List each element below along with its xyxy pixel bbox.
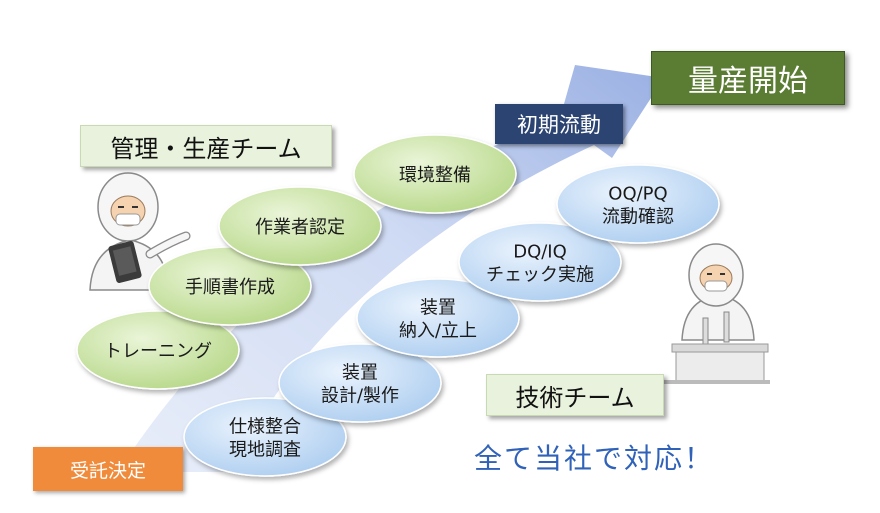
mgmt-team-label: 管理・生産チーム	[80, 125, 332, 167]
tech-step-5-label: 流動確認	[602, 207, 674, 228]
tech-step-4-label: チェック実施	[486, 265, 594, 286]
mgmt-step-1-label: トレーニング	[104, 341, 212, 362]
tech-step-4-label: DQ/IQ	[513, 242, 567, 263]
mgmt-step-2: 手順書作成	[148, 246, 312, 326]
worker-at-bench-icon	[662, 243, 770, 384]
mgmt-step-4-label: 環境整備	[399, 165, 471, 186]
tech-step-2-label: 設計/製作	[321, 386, 399, 407]
tech-step-1-label: 現地調査	[229, 440, 301, 461]
mgmt-step-1: トレーニング	[76, 310, 240, 390]
tech-step-3-label: 装置	[420, 298, 456, 319]
tech-step-5-label: OQ/PQ	[608, 184, 667, 205]
progress-arrow	[118, 65, 664, 472]
tech-step-1-label: 仕様整合	[229, 417, 301, 438]
mass-production-tag: 量産開始	[651, 51, 845, 105]
tech-step-3-label: 納入/立上	[399, 321, 477, 342]
mgmt-step-4: 環境整備	[353, 134, 517, 214]
tech-team-label: 技術チーム	[486, 374, 664, 416]
tech-step-2-label: 装置	[342, 363, 378, 384]
initial-flow-tag: 初期流動	[495, 104, 623, 144]
slogan-text: 全て当社で対応！	[474, 442, 715, 475]
mgmt-step-3-label: 作業者認定	[255, 217, 345, 238]
mgmt-step-3: 作業者認定	[218, 186, 382, 266]
worker-with-clipboard-icon	[89, 172, 191, 291]
order-decision-tag: 受託決定	[33, 447, 183, 491]
mgmt-step-2-label: 手順書作成	[185, 277, 275, 298]
